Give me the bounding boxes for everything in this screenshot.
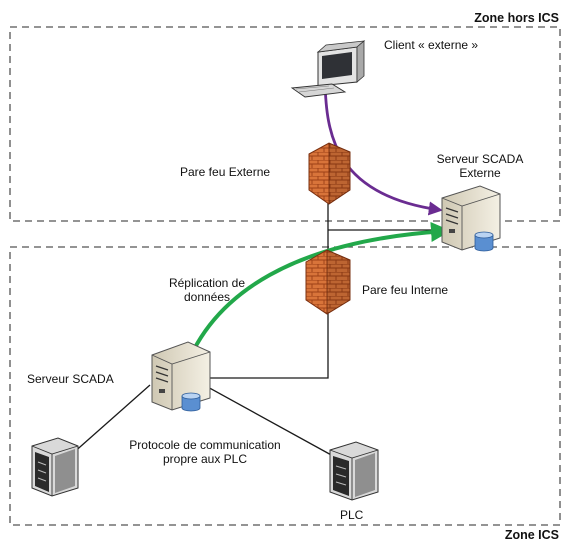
computer-icon [290, 40, 366, 98]
database-icon [181, 392, 201, 412]
plc-icon [329, 441, 379, 501]
scada-external-label-line1: Serveur SCADA [436, 152, 524, 166]
scada-server-label: Serveur SCADA [27, 372, 114, 386]
database-icon [474, 231, 494, 252]
protocol-label-line2: propre aux PLC [162, 452, 248, 466]
plc-label: PLC [340, 508, 364, 522]
firewall-external-label: Pare feu Externe [180, 165, 271, 179]
zone-hors-ics-title: Zone hors ICS [474, 11, 559, 25]
zone-ics-border [9, 246, 561, 526]
protocol-label-line1: Protocole de communication [129, 438, 281, 452]
firewall-icon [308, 142, 351, 205]
firewall-internal-label: Pare feu Interne [362, 283, 449, 297]
firewall-icon [305, 249, 351, 315]
zone-ics-title: Zone ICS [504, 528, 559, 542]
network-connections [61, 202, 455, 464]
server-icon [151, 341, 211, 411]
plc-icon [31, 437, 79, 497]
replication-label-line2: données [183, 290, 231, 304]
scada-external-label: Serveur SCADA Externe [415, 152, 545, 180]
scada-external-label-line2: Externe [459, 166, 501, 180]
replication-label-line1: Réplication de [168, 276, 246, 290]
protocol-label: Protocole de communication propre aux PL… [92, 438, 318, 466]
replication-label: Réplication de données [152, 276, 262, 304]
client-label: Client « externe » [384, 38, 479, 52]
